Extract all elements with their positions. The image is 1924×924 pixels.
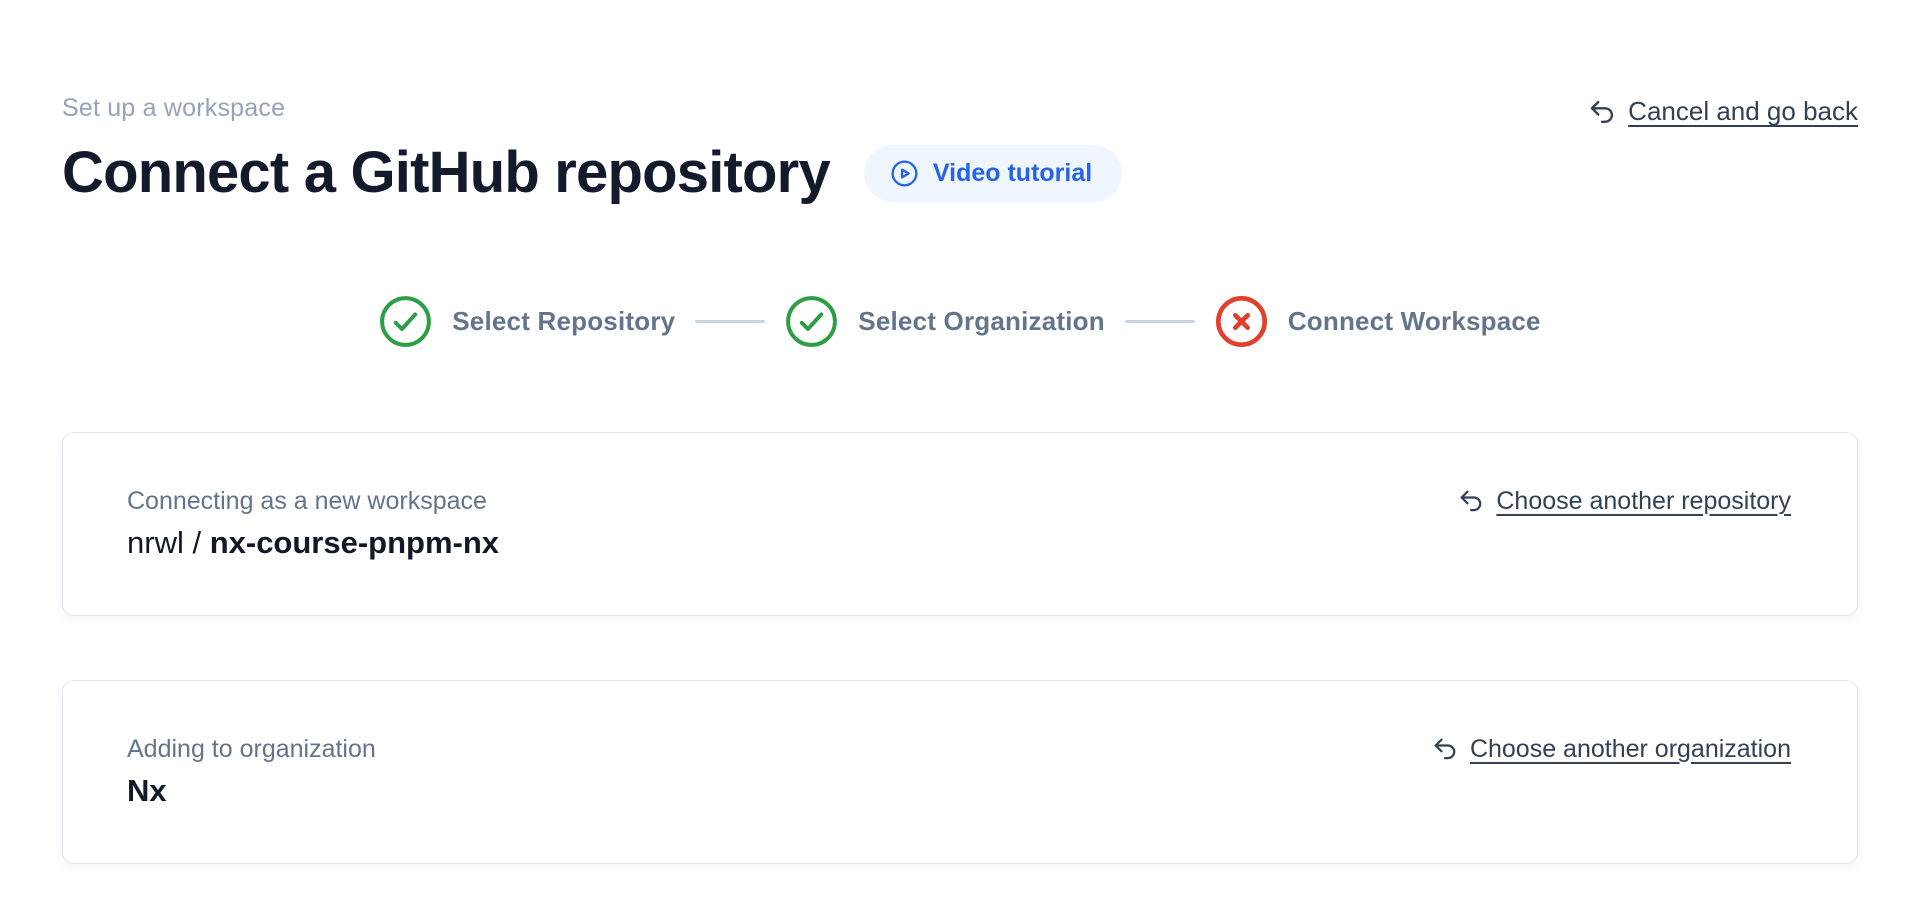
cancel-link-label: Cancel and go back: [1628, 96, 1858, 126]
repository-full-name: nrwl / nx-course-pnpm-nx: [127, 525, 499, 561]
repository-name: nx-course-pnpm-nx: [209, 524, 500, 560]
setup-workspace-page: Set up a workspace Connect a GitHub repo…: [62, 94, 1858, 864]
x-circle-icon: [1215, 295, 1268, 348]
page-header: Set up a workspace Connect a GitHub repo…: [62, 94, 1858, 205]
page-title: Connect a GitHub repository: [62, 140, 831, 205]
uturn-left-icon: [1431, 735, 1459, 763]
video-tutorial-button[interactable]: Video tutorial: [863, 144, 1123, 202]
organization-card-info: Adding to organization Nx: [127, 735, 376, 809]
step-select-repository: Select Repository: [379, 295, 675, 348]
check-circle-icon: [379, 295, 432, 348]
title-row: Connect a GitHub repository Video tutori…: [62, 140, 1123, 205]
repository-owner: nrwl /: [127, 524, 210, 560]
header-left: Set up a workspace Connect a GitHub repo…: [62, 94, 1123, 205]
repository-card-label: Connecting as a new workspace: [127, 486, 487, 515]
choose-another-repository-link[interactable]: Choose another repository: [1457, 487, 1791, 516]
uturn-left-icon: [1587, 97, 1617, 127]
eyebrow-label: Set up a workspace: [62, 94, 286, 122]
summary-cards: Connecting as a new workspace nrwl / nx-…: [62, 431, 1858, 864]
step-connector: [695, 319, 766, 323]
repository-card-info: Connecting as a new workspace nrwl / nx-…: [127, 487, 499, 561]
step-label: Select Repository: [452, 305, 676, 336]
organization-name: Nx: [127, 772, 167, 808]
check-circle-icon: [785, 295, 838, 348]
uturn-left-icon: [1457, 487, 1485, 515]
step-select-organization: Select Organization: [785, 295, 1105, 348]
step-connector: [1124, 319, 1195, 323]
repository-card: Connecting as a new workspace nrwl / nx-…: [62, 431, 1858, 616]
video-tutorial-label: Video tutorial: [932, 158, 1093, 187]
progress-stepper: Select Repository Select Organization Co…: [62, 295, 1858, 348]
organization-card-label: Adding to organization: [127, 734, 376, 763]
step-label: Select Organization: [858, 305, 1105, 336]
choose-repository-label: Choose another repository: [1496, 486, 1791, 515]
organization-card: Adding to organization Nx Choose another…: [62, 679, 1858, 864]
choose-another-organization-link[interactable]: Choose another organization: [1431, 735, 1791, 764]
choose-organization-label: Choose another organization: [1469, 734, 1791, 763]
step-label: Connect Workspace: [1287, 305, 1541, 336]
cancel-and-go-back-link[interactable]: Cancel and go back: [1587, 96, 1858, 127]
step-connect-workspace: Connect Workspace: [1215, 295, 1541, 348]
play-circle-icon: [890, 159, 919, 188]
